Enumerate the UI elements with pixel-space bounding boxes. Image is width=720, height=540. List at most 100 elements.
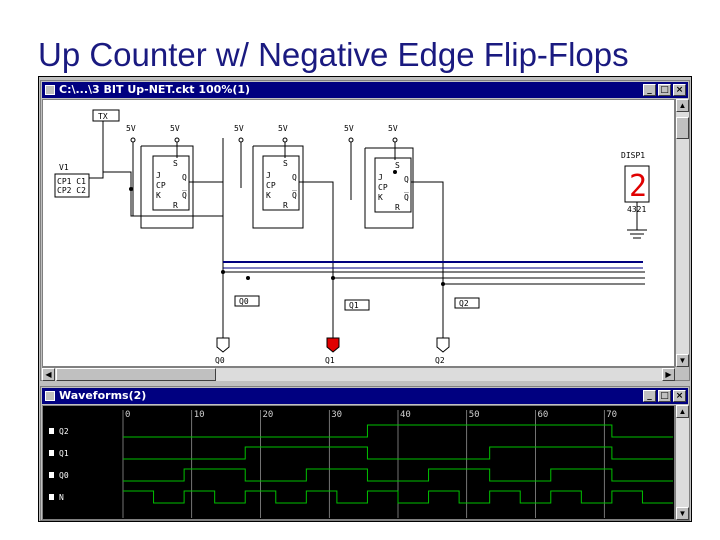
time-tick-label: 70: [606, 410, 617, 420]
display-pins: 4321: [627, 205, 646, 214]
probe-q2: [436, 337, 450, 353]
ff2-pin-cp: CP: [266, 181, 276, 190]
ff3-pin-s: S: [395, 161, 400, 170]
supply-label-6: 5V: [388, 124, 398, 133]
display-label: DISP1: [621, 151, 645, 160]
scroll-down-button[interactable]: ▼: [676, 354, 689, 367]
time-tick-label: 10: [194, 410, 205, 420]
ff2-pin-j: J: [266, 171, 271, 180]
minimize-button[interactable]: _: [643, 84, 656, 96]
supply-label-3: 5V: [234, 124, 244, 133]
waveform-vertical-scrollbar[interactable]: ▲ ▼: [675, 405, 689, 520]
slide-title: Up Counter w/ Negative Edge Flip-Flops: [38, 36, 629, 73]
time-tick-label: 60: [538, 410, 549, 420]
ff2-pin-q: Q: [292, 173, 297, 182]
signal-label: N: [59, 493, 64, 502]
probe-label-q1: Q1: [325, 356, 335, 365]
probe-q0: [216, 337, 230, 353]
time-tick-label: 40: [400, 410, 411, 420]
time-tick-label: 50: [469, 410, 480, 420]
schematic-title-bar[interactable]: C:\...\3 BIT Up-NET.ckt 100%(1) _ □ ×: [42, 82, 688, 98]
clock-source-pin-2: CP2 C2: [57, 186, 86, 195]
window-icon: [45, 85, 55, 95]
window-icon: [45, 391, 55, 401]
signal-marker: [49, 450, 54, 456]
close-button[interactable]: ×: [673, 84, 686, 96]
display-digit: 2: [629, 169, 647, 204]
ff1-pin-r: R: [173, 201, 178, 210]
schematic-drawing: TX V1 CP1 C1 CP2 C2 5V 5V 5V 5V 5V 5V J …: [54, 109, 650, 365]
signal-marker: [49, 428, 54, 434]
time-tick-label: 0: [125, 410, 130, 420]
close-button[interactable]: ×: [673, 390, 686, 402]
ff3-pin-k: K: [378, 193, 383, 202]
clock-source-pin-1: CP1 C1: [57, 177, 86, 186]
probe-q1: [326, 337, 340, 353]
scroll-right-button[interactable]: ▶: [662, 368, 675, 381]
scroll-left-button[interactable]: ◀: [42, 368, 55, 381]
maximize-button[interactable]: □: [658, 390, 671, 402]
signal-label: Q1: [59, 449, 69, 458]
ff3-pin-q: Q: [404, 175, 409, 184]
scroll-up-button[interactable]: ▲: [676, 405, 689, 418]
clock-label: TX: [98, 112, 108, 121]
schematic-vertical-scrollbar[interactable]: ▲ ▼: [675, 99, 689, 367]
ff1-pin-s: S: [173, 159, 178, 168]
ff2-frame-wire: [252, 145, 304, 229]
bus-label-q2: [454, 297, 480, 309]
signal-marker: [49, 494, 54, 500]
flipflop-3: [374, 157, 412, 213]
signal-label: Q2: [59, 427, 69, 436]
scroll-down-button[interactable]: ▼: [676, 507, 689, 520]
clock-source: [54, 173, 90, 198]
signal-trace: [123, 446, 673, 460]
time-tick-label: 30: [331, 410, 342, 420]
signal-trace: [123, 468, 673, 482]
clock-wire: [83, 121, 104, 179]
clock-source-label: V1: [59, 163, 69, 172]
signal-label: Q0: [59, 471, 69, 480]
ff2-pin-k: K: [266, 191, 271, 200]
ff1-pin-qbar: Q̅: [182, 190, 187, 200]
scroll-thumb[interactable]: [56, 368, 216, 381]
ff1-pin-k: K: [156, 191, 161, 200]
seven-segment-display: [624, 165, 650, 203]
ff3-pin-cp: CP: [378, 183, 388, 192]
scroll-thumb[interactable]: [676, 117, 689, 139]
supply-label-5: 5V: [344, 124, 354, 133]
probe-label-q2: Q2: [435, 356, 445, 365]
schematic-canvas[interactable]: TX V1 CP1 C1 CP2 C2 5V 5V 5V 5V 5V 5V J …: [42, 99, 675, 367]
time-tick-label: 20: [263, 410, 274, 420]
supply-label-2: 5V: [170, 124, 180, 133]
signal-trace: [123, 424, 673, 438]
ff1-pin-q: Q: [182, 173, 187, 182]
scroll-up-button[interactable]: ▲: [676, 99, 689, 112]
supply-label-1: 5V: [126, 124, 136, 133]
flipflop-1: [152, 155, 190, 211]
bus-label-q0: [234, 295, 260, 307]
ff3-frame-wire: [364, 147, 414, 229]
ff2-pin-s: S: [283, 159, 288, 168]
clock-label-box: [92, 109, 120, 122]
minimize-button[interactable]: _: [643, 390, 656, 402]
waveform-window-title: Waveforms(2): [59, 389, 147, 402]
ff1-pin-cp: CP: [156, 181, 166, 190]
bus-label-q2-text: Q2: [459, 299, 469, 308]
signal-marker: [49, 472, 54, 478]
schematic-window-title: C:\...\3 BIT Up-NET.ckt 100%(1): [59, 83, 251, 96]
ff2-pin-qbar: Q̅: [292, 190, 297, 200]
ff3-pin-j: J: [378, 173, 383, 182]
ff3-pin-qbar: Q̅: [404, 192, 409, 202]
signal-trace: [123, 490, 673, 504]
supply-label-4: 5V: [278, 124, 288, 133]
flipflop-2: [262, 155, 300, 211]
maximize-button[interactable]: □: [658, 84, 671, 96]
bus-label-q1-text: Q1: [349, 301, 359, 310]
ff1-frame-wire: [140, 145, 194, 229]
waveform-title-bar[interactable]: Waveforms(2) _ □ ×: [42, 388, 688, 404]
schematic-horizontal-scrollbar[interactable]: ◀ ▶: [42, 367, 675, 381]
probe-label-q0: Q0: [215, 356, 225, 365]
